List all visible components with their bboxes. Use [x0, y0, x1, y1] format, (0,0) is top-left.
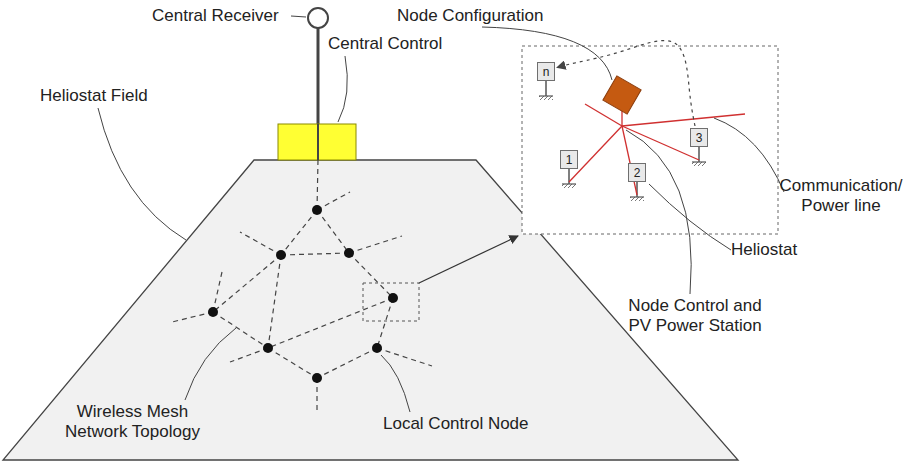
- callout-label: Central Receiver: [152, 6, 279, 26]
- heliostat-panel: n: [537, 62, 555, 81]
- callout-label: Node Configuration: [397, 6, 543, 26]
- callout-label: Heliostat Field: [40, 86, 148, 106]
- callout-label: Heliostat: [731, 240, 797, 260]
- callout-label: Wireless Mesh Network Topology: [50, 402, 215, 442]
- node-control-station: [603, 76, 641, 114]
- tower: [317, 28, 320, 124]
- inset-frame: [522, 46, 778, 234]
- callout-label: Communication/ Power line: [772, 176, 910, 216]
- central-control-box: [278, 124, 356, 160]
- local-control-node: [208, 205, 398, 383]
- heliostat-number: 1: [566, 153, 573, 167]
- callout-label: Local Control Node: [383, 414, 529, 434]
- central-receiver: [308, 8, 328, 28]
- zoom-box: [363, 283, 419, 321]
- tower: [317, 124, 319, 160]
- heliostat-panel: 2: [628, 163, 646, 182]
- rotation-arrow: [557, 41, 695, 126]
- heliostat-number: n: [543, 65, 550, 79]
- callout-label: Central Control: [328, 34, 442, 54]
- heliostat-number: 2: [634, 166, 641, 180]
- communication-power-line: [569, 104, 745, 195]
- zoom-arrow: [419, 236, 518, 283]
- heliostat-number: 3: [696, 131, 703, 145]
- heliostat-panel: 3: [690, 128, 708, 147]
- heliostat-panel: 1: [560, 150, 578, 169]
- callout-label: Node Control and PV Power Station: [620, 296, 770, 336]
- mesh-links: [172, 160, 432, 410]
- leader-line: [98, 16, 784, 412]
